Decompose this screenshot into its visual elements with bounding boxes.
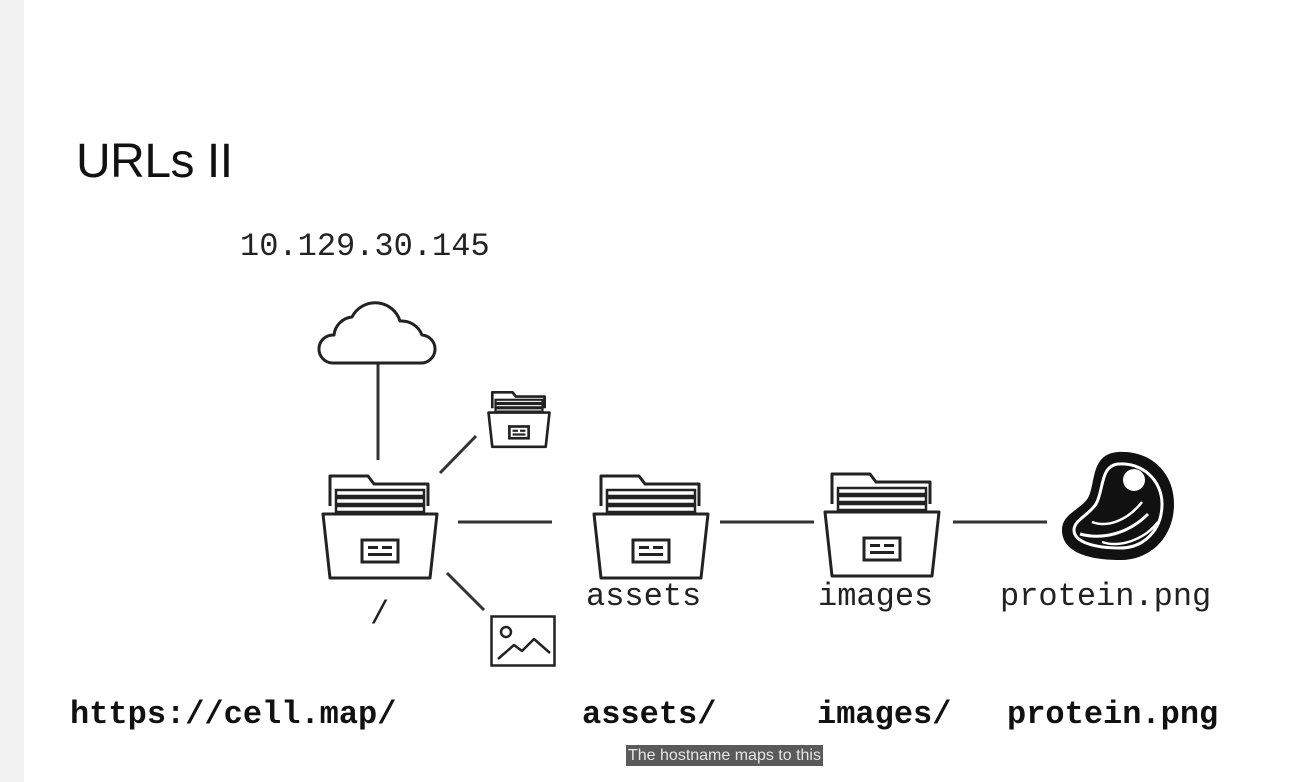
slide-title: URLs II: [76, 135, 233, 188]
root-folder-icon: [321, 474, 439, 580]
url-file: protein.png: [1007, 696, 1219, 733]
assets-folder-icon: [592, 474, 710, 580]
image-file-icon: [490, 615, 556, 667]
url-segment-assets: assets/: [582, 696, 717, 733]
images-node-label: images: [818, 578, 934, 615]
protein-icon: [1062, 451, 1174, 560]
subtitle-caption: The hostname maps to this: [626, 745, 823, 766]
left-margin-strip: [0, 0, 24, 782]
root-label: /: [370, 596, 390, 633]
protein-node-label: protein.png: [1000, 578, 1212, 615]
assets-node-label: assets: [586, 578, 702, 615]
url-segment-images: images/: [817, 696, 952, 733]
cloud-icon: [317, 301, 437, 365]
sub-folder-icon: [487, 390, 551, 449]
images-folder-icon: [823, 472, 941, 578]
url-host: https://cell.map/: [70, 696, 397, 733]
ip-address-label: 10.129.30.145: [240, 228, 490, 265]
